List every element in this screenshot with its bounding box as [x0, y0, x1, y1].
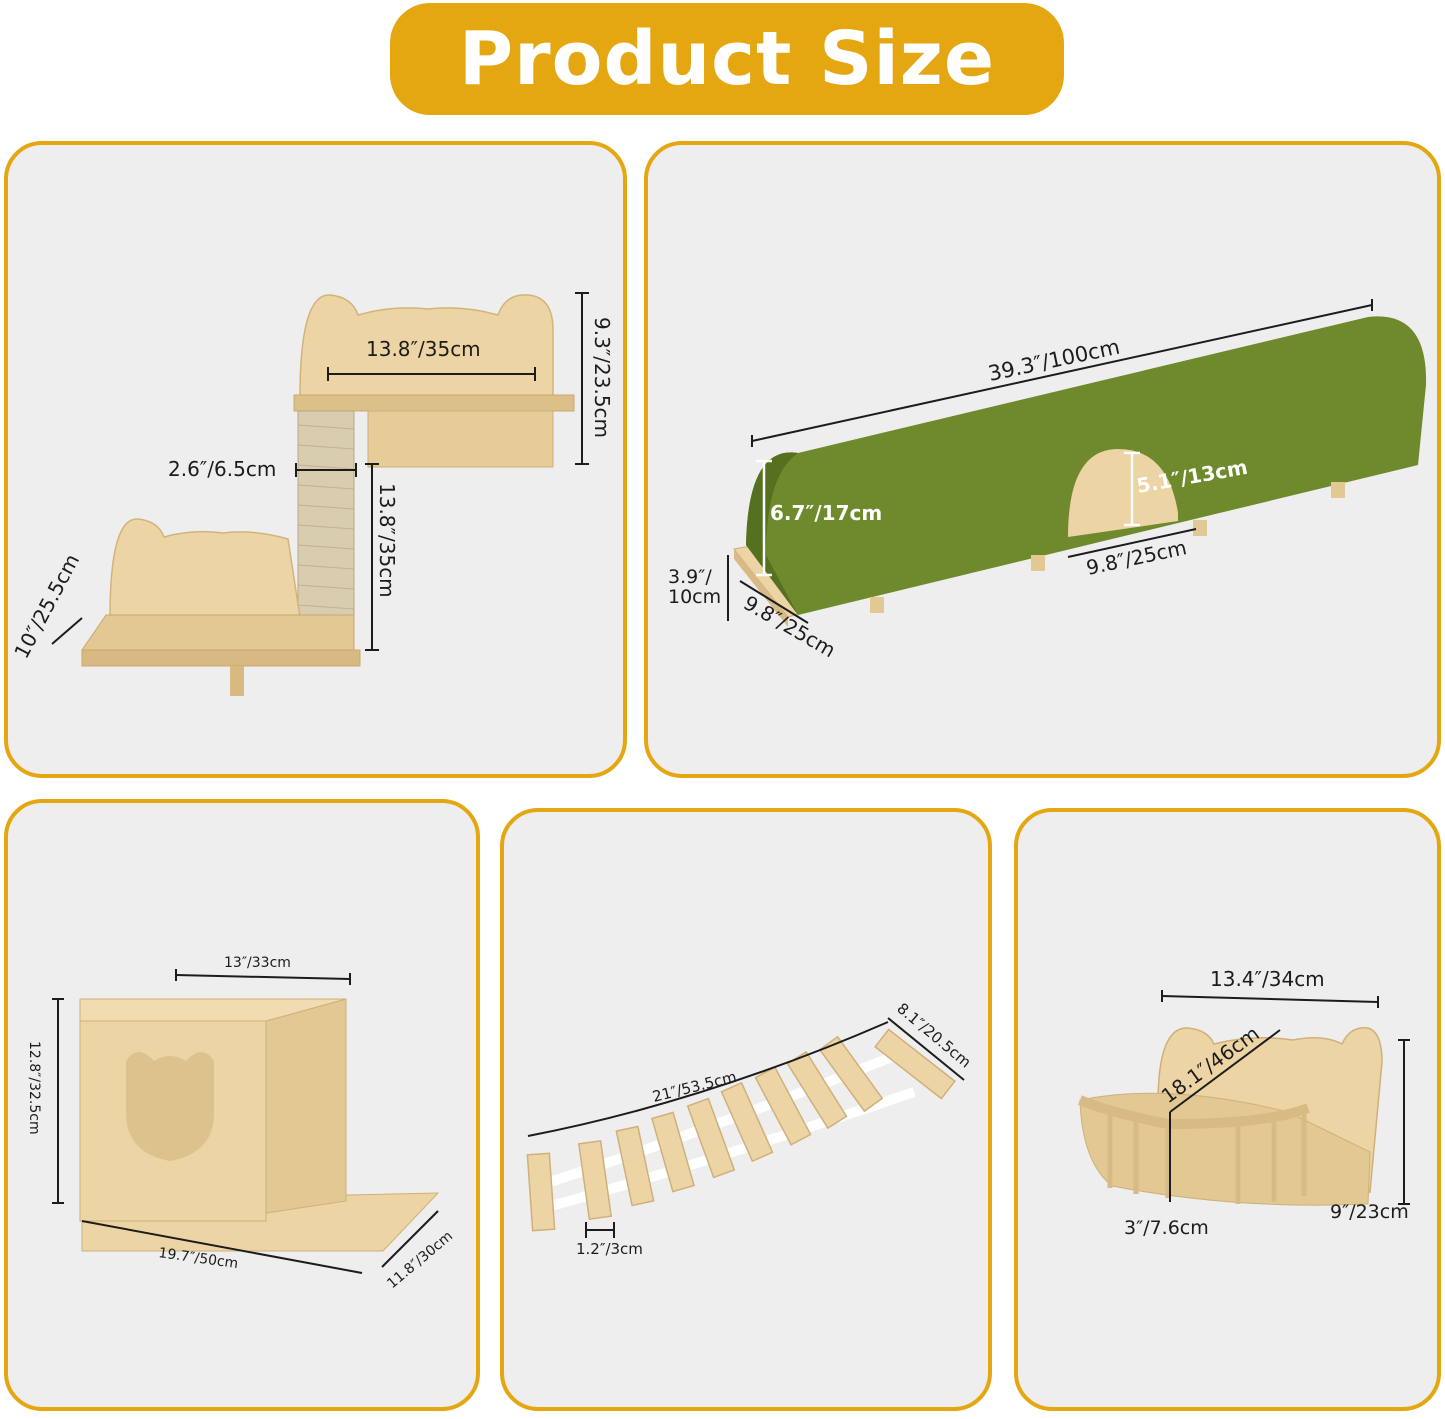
- lower-shelf-back: [109, 518, 301, 618]
- upper-shelf-board: [293, 394, 575, 412]
- panel-tunnel: 39.3″/100cm 6.7″/17cm 5.1″/13cm 9.8″/25c…: [644, 141, 1441, 778]
- post-height-label: 13.8″/35cm: [375, 483, 399, 598]
- post-diameter-label: 2.6″/6.5cm: [168, 457, 276, 481]
- bridge-illustration: 21″/53.5cm 8.1″/20.5cm 1.2″/3cm: [526, 999, 975, 1258]
- tunnel-hole: [1068, 449, 1178, 537]
- upper-shelf-bracket: [367, 410, 554, 468]
- title-banner: Product Size: [390, 3, 1064, 115]
- upper-shelf-back: [299, 294, 554, 398]
- panel-bed: 13.4″/34cm 18.1″/46cm 3″/7.6cm 9″/23cm: [1014, 808, 1441, 1411]
- shelf-depth-label: 10″/25.5cm: [9, 550, 84, 663]
- panel-bridge: 21″/53.5cm 8.1″/20.5cm 1.2″/3cm: [500, 808, 992, 1411]
- bed-width-label: 13.4″/34cm: [1210, 967, 1325, 991]
- sisal-post: [297, 410, 355, 652]
- bed-railing: [1078, 1095, 1310, 1130]
- panel-shelf: 13.8″/35cm 9.3″/23.5cm 2.6″/6.5cm 13.8″/…: [4, 141, 627, 778]
- tunnel-length-label: 39.3″/100cm: [986, 335, 1122, 386]
- base-height-label-2: 10cm: [668, 586, 721, 608]
- page-title: Product Size: [458, 16, 996, 102]
- base-height-label-1: 3.9″/: [668, 566, 712, 588]
- house-width-label: 13″/33cm: [224, 955, 291, 971]
- house-height-label: 12.8″/32.5cm: [26, 1041, 42, 1135]
- tunnel-illustration: 39.3″/100cm 6.7″/17cm 5.1″/13cm 9.8″/25c…: [668, 299, 1427, 662]
- house-entrance: [126, 1052, 214, 1161]
- bed-illustration: 13.4″/34cm 18.1″/46cm 3″/7.6cm 9″/23cm: [1078, 967, 1410, 1239]
- tunnel-height-label: 6.7″/17cm: [770, 501, 882, 525]
- panel-house: 13″/33cm 12.8″/32.5cm 19.7″/50cm 11.8″/3…: [4, 799, 480, 1411]
- bed-height-label: 9″/23cm: [1330, 1201, 1409, 1223]
- bridge-slats: [526, 1028, 956, 1232]
- shelf-height-label: 9.3″/23.5cm: [590, 317, 614, 438]
- shelf-width-label: 13.8″/35cm: [366, 337, 481, 361]
- bed-rail-height-label: 3″/7.6cm: [1124, 1217, 1209, 1239]
- shelf-illustration: 13.8″/35cm 9.3″/23.5cm 2.6″/6.5cm 13.8″/…: [9, 292, 614, 696]
- lower-shelf-board: [81, 614, 355, 651]
- house-illustration: 13″/33cm 12.8″/32.5cm 19.7″/50cm 11.8″/3…: [26, 955, 456, 1292]
- bridge-gap-label: 1.2″/3cm: [576, 1240, 643, 1258]
